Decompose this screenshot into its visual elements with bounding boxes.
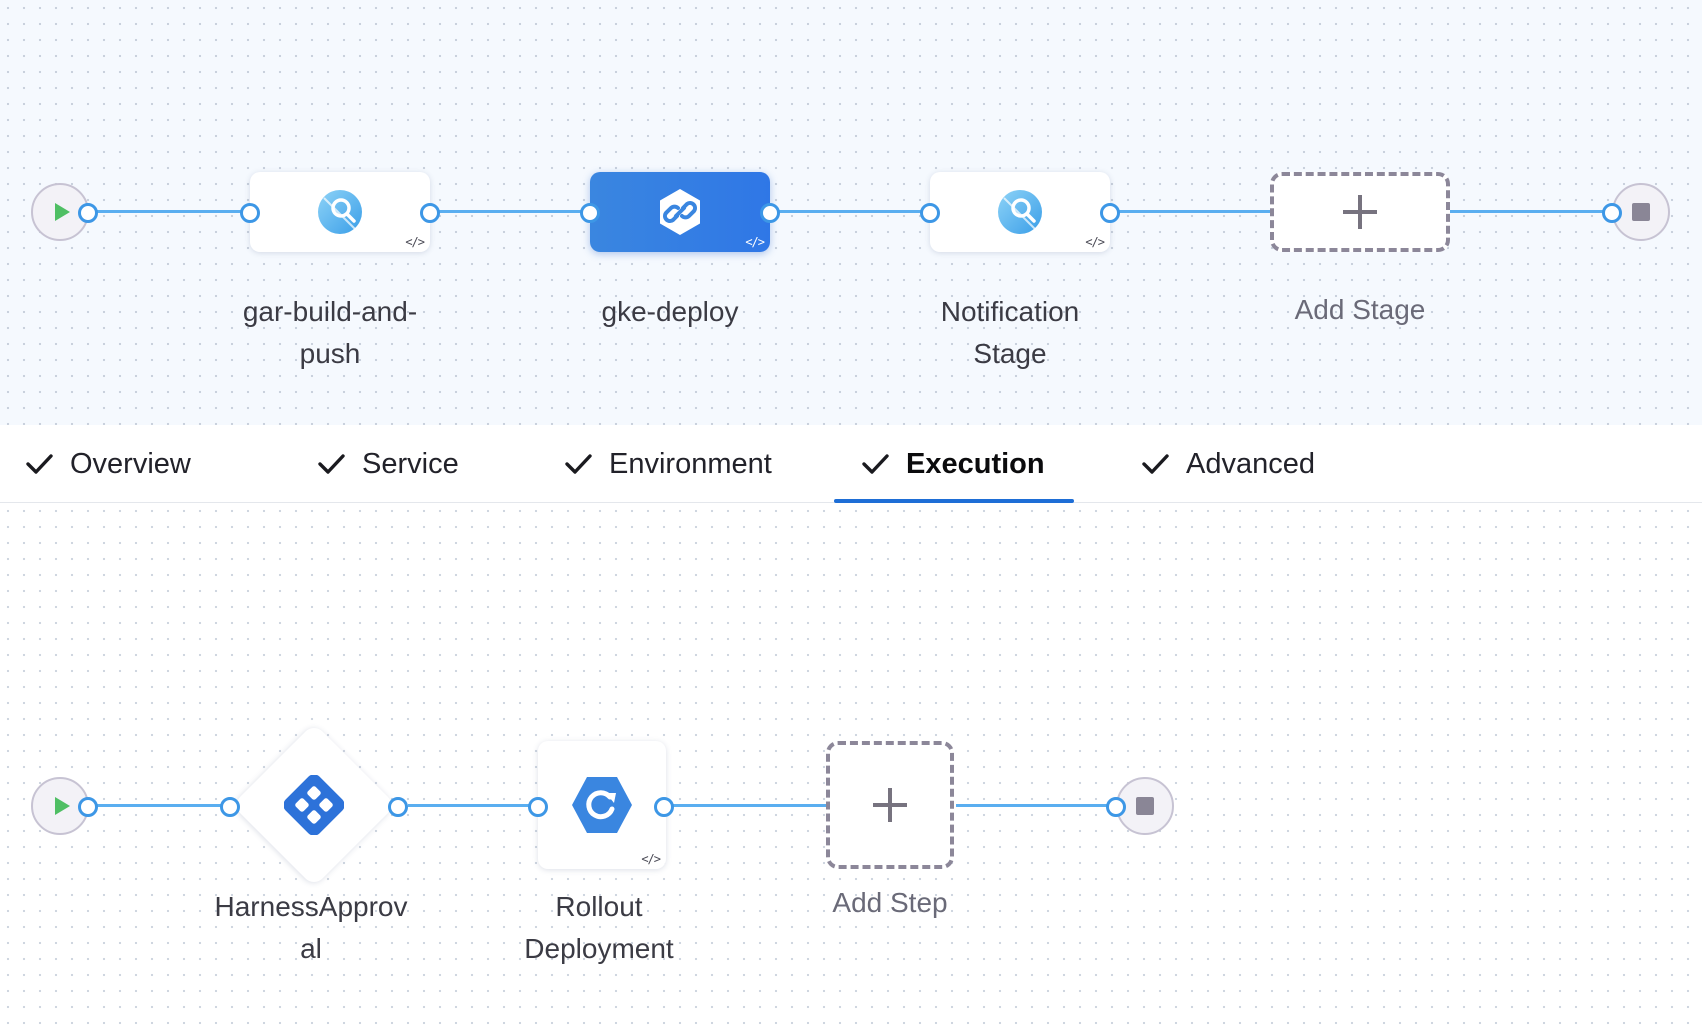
rollout-deployment-icon [572, 777, 632, 833]
play-icon [54, 797, 70, 815]
stage-gke-deploy[interactable]: </> [590, 172, 770, 252]
step-label: Rollout Deployment [524, 891, 674, 964]
stage-port [920, 203, 940, 223]
tab-overview[interactable]: Overview [24, 425, 191, 503]
stop-icon [1632, 203, 1650, 221]
check-icon [1142, 454, 1169, 474]
tab-label: Advanced [1186, 447, 1315, 480]
check-icon [318, 454, 345, 474]
harness-approval-icon[interactable] [284, 775, 344, 835]
tab-label: Execution [906, 447, 1045, 480]
code-badge: </> [405, 235, 425, 249]
stage-connector [436, 210, 584, 213]
stage-connector [1116, 210, 1270, 213]
tab-label: Environment [609, 447, 772, 480]
stage-label: Notification Stage [940, 296, 1080, 369]
stage-connector [776, 210, 924, 213]
stage-gar-build-and-push[interactable]: </> [250, 172, 430, 252]
step-connector [408, 804, 530, 807]
step-connector [672, 804, 826, 807]
check-icon [565, 454, 592, 474]
stage-connector [96, 210, 244, 213]
tab-environment[interactable]: Environment [563, 425, 772, 503]
stage-port [1100, 203, 1120, 223]
add-step-button[interactable] [826, 741, 954, 869]
plus-icon [1343, 195, 1377, 229]
step-connector [96, 804, 222, 807]
stage-port [78, 203, 98, 223]
stage-label: gke-deploy [601, 296, 739, 327]
code-badge: </> [1085, 235, 1105, 249]
step-port [1106, 797, 1126, 817]
stage-label: gar-build-and- push [242, 296, 418, 369]
stage-tabs [0, 425, 1702, 503]
step-port [78, 797, 98, 817]
stage-port [1602, 203, 1622, 223]
ci-build-search-icon [998, 190, 1042, 234]
step-label: HarnessApprov al [214, 891, 408, 964]
stage-connector [1448, 210, 1606, 213]
add-stage-button[interactable] [1270, 172, 1450, 252]
step-port [654, 797, 674, 817]
step-connector [956, 804, 1112, 807]
active-tab-indicator [834, 499, 1074, 503]
play-icon [54, 203, 70, 221]
step-port [388, 797, 408, 817]
tab-label: Overview [70, 447, 191, 480]
stage-port [240, 203, 260, 223]
step-port [220, 797, 240, 817]
tab-service[interactable]: Service [316, 425, 459, 503]
stage-port [580, 203, 600, 223]
check-icon [26, 454, 53, 474]
tab-execution[interactable]: Execution [860, 425, 1045, 503]
stage-notification-stage[interactable]: </> [930, 172, 1110, 252]
plus-icon [873, 788, 907, 822]
cd-deploy-link-icon [660, 189, 700, 235]
add-stage-label: Add Stage [1294, 294, 1426, 325]
tab-advanced[interactable]: Advanced [1140, 425, 1315, 503]
stage-port [760, 203, 780, 223]
code-badge: </> [745, 235, 765, 249]
step-port [528, 797, 548, 817]
step-rollout-deployment[interactable]: </> [538, 741, 666, 869]
stage-port [420, 203, 440, 223]
check-icon [862, 454, 889, 474]
add-step-label: Add Step [832, 887, 948, 918]
stop-icon [1136, 797, 1154, 815]
code-badge: </> [641, 852, 661, 866]
tab-label: Service [362, 447, 459, 480]
ci-build-search-icon [318, 190, 362, 234]
